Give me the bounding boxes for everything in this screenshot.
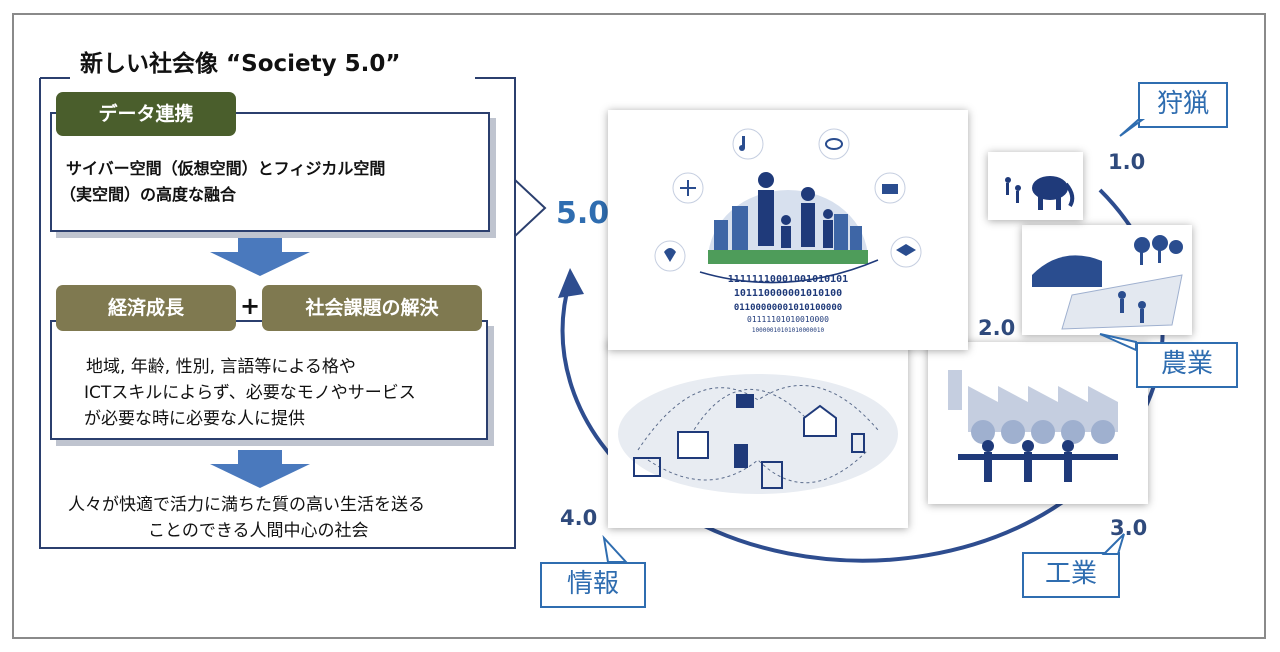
stage-1-label: 狩猟 xyxy=(1138,82,1228,128)
stage-5-number: 5.0 xyxy=(556,196,610,231)
growth-line-3: が必要な時に必要な人に提供 xyxy=(84,409,305,429)
data-linkage-line-1: サイバー空間（仮想空間）とフィジカル空間 xyxy=(66,159,386,178)
stage-3-label-pointer xyxy=(1101,533,1125,555)
binary-line-1: 11111110001001010101 xyxy=(728,274,848,285)
stage-2-label: 農業 xyxy=(1136,342,1238,388)
result-line-1: 人々が快適で活力に満ちた質の高い生活を送る xyxy=(68,495,425,515)
outer-frame xyxy=(12,13,1266,639)
stage-5-panel: 11111110001001010101 101110000001010100 … xyxy=(608,110,968,350)
stage-3-label: 工業 xyxy=(1022,552,1120,598)
agriculture-illustration xyxy=(1032,235,1183,330)
stage-4-label: 情報 xyxy=(540,562,646,608)
society5-illustration: 11111110001001010101 101110000001010100 … xyxy=(654,128,922,334)
network-illustration xyxy=(618,374,898,494)
stage-3-number: 3.0 xyxy=(1110,516,1148,540)
stage-2-label-pointer xyxy=(1099,333,1137,352)
stage-1-label-pointer xyxy=(1119,119,1146,137)
binary-line-4: 01111101010010000 xyxy=(747,315,829,324)
stage-4-number: 4.0 xyxy=(560,506,598,530)
factory-illustration xyxy=(948,370,1118,482)
stage-2-panel xyxy=(1022,225,1192,335)
stage-4-label-pointer xyxy=(602,534,629,563)
stage-1-number: 1.0 xyxy=(1108,150,1146,174)
growth-card xyxy=(50,320,488,440)
growth-line-2: ICTスキルによらず、必要なモノやサービス xyxy=(84,383,416,403)
economic-growth-label: 経済成長 xyxy=(56,285,236,331)
binary-line-5: 10000010101010000010 xyxy=(752,327,825,334)
stage-4-panel xyxy=(608,340,908,528)
binary-line-3: 01100000001010100000 xyxy=(734,303,842,313)
binary-line-2: 101110000001010100 xyxy=(734,288,842,299)
stage-1-panel xyxy=(988,152,1083,220)
data-linkage-line-2: （実空間）の高度な融合 xyxy=(60,185,237,204)
plus-sign: + xyxy=(240,292,261,320)
bracket-outline xyxy=(39,77,547,549)
social-issue-label: 社会課題の解決 xyxy=(262,285,482,331)
data-linkage-label: データ連携 xyxy=(56,92,236,136)
down-arrow-1 xyxy=(210,238,310,276)
result-line-2: ことのできる人間中心の社会 xyxy=(148,521,369,541)
growth-line-1: 地域, 年齢, 性別, 言語等による格や xyxy=(86,357,356,377)
hunting-illustration xyxy=(1005,176,1075,210)
page-title: 新しい社会像 “Society 5.0” xyxy=(72,44,409,78)
down-arrow-2 xyxy=(210,450,310,488)
stage-3-panel xyxy=(928,342,1148,504)
stage-2-number: 2.0 xyxy=(978,316,1016,340)
